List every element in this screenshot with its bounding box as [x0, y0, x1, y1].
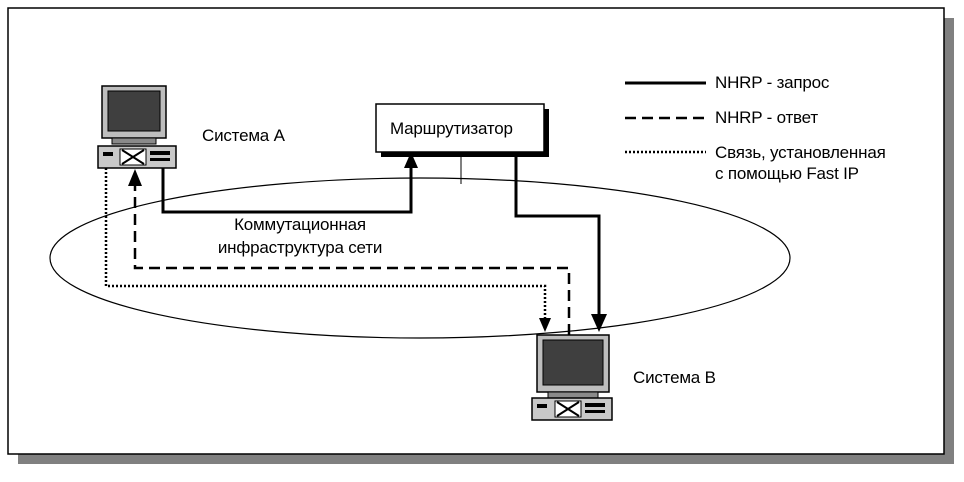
nhrp-request-line-a-router — [161, 166, 413, 214]
computer-a-icon — [97, 85, 177, 169]
frame — [7, 7, 945, 455]
legend-dotted-label-line1: Связь, установленная — [715, 143, 886, 162]
network-label-line2: инфраструктура сети — [217, 238, 383, 257]
legend-dashed-label: NHRP - ответ — [715, 108, 818, 127]
nhrp-reply-arrow-a — [128, 169, 142, 186]
router-label: Маршрутизатор — [390, 119, 513, 138]
network-ellipse — [49, 177, 791, 339]
computer-b-icon — [531, 334, 613, 421]
legend-solid-label: NHRP - запрос — [715, 73, 830, 92]
legend-dotted-label-line2: с помощью Fast IP — [715, 164, 859, 183]
system-a-label: Система А — [202, 126, 285, 145]
nhrp-request-line-router-b — [514, 152, 601, 314]
fast-ip-line — [104, 168, 547, 318]
network-label-line1: Коммутационная — [234, 215, 366, 234]
nhrp-request-arrow-router — [404, 152, 418, 168]
fast-ip-arrow-b — [539, 318, 551, 332]
nhrp-request-arrow-b — [591, 314, 607, 332]
system-b-label: Система B — [633, 368, 716, 387]
router-box — [375, 103, 545, 153]
